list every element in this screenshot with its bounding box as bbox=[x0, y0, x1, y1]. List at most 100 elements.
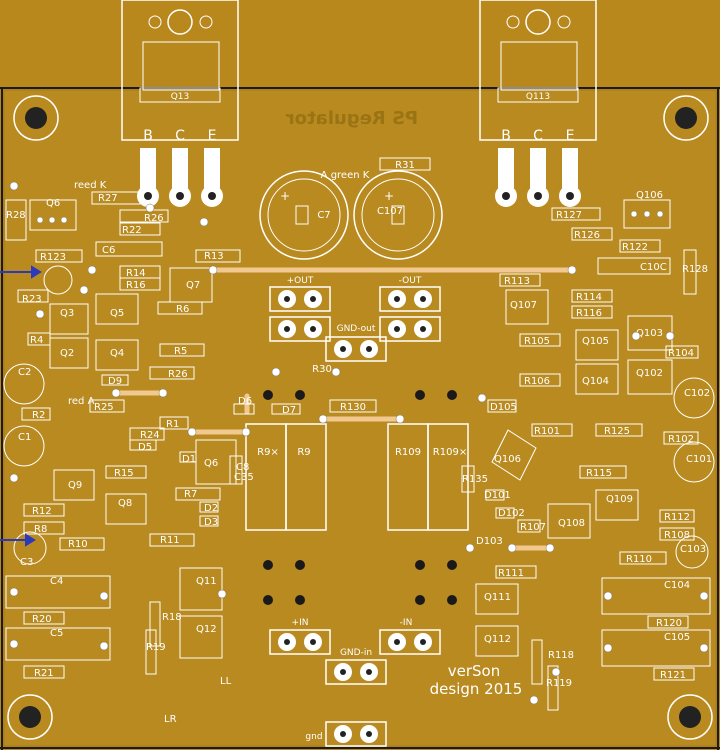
power-resistors-r109: R109 R109× bbox=[387, 423, 469, 531]
svg-text:R25: R25 bbox=[94, 402, 114, 413]
svg-text:D105: D105 bbox=[490, 402, 517, 413]
svg-text:D5: D5 bbox=[138, 442, 152, 453]
left-labels: reed K R28 Q6 R27 R26 R22 C6 R13 R123 R1… bbox=[6, 180, 366, 725]
svg-text:Q102: Q102 bbox=[636, 368, 663, 379]
svg-text:R123: R123 bbox=[40, 252, 66, 263]
svg-text:Q4: Q4 bbox=[110, 348, 124, 359]
svg-text:R126: R126 bbox=[574, 230, 600, 241]
capacitor-c7: + C7 bbox=[259, 170, 349, 260]
svg-text:GND-in: GND-in bbox=[340, 648, 372, 658]
transistor-q113: Q113 B C E bbox=[479, 0, 597, 207]
q113-pin-e: E bbox=[566, 128, 575, 144]
svg-text:R118: R118 bbox=[548, 650, 574, 661]
svg-text:R104: R104 bbox=[668, 348, 694, 359]
svg-text:D7: D7 bbox=[282, 405, 296, 416]
svg-text:LR: LR bbox=[164, 714, 177, 725]
svg-text:R9×: R9× bbox=[257, 447, 279, 458]
c107-label: C107 bbox=[377, 206, 403, 217]
svg-text:R23: R23 bbox=[22, 294, 42, 305]
svg-text:gnd: gnd bbox=[305, 732, 322, 742]
credit-line-2: design 2015 bbox=[430, 680, 523, 698]
connector-gnd: gnd bbox=[305, 721, 387, 747]
svg-text:R110: R110 bbox=[626, 554, 652, 565]
q113-pin-c: C bbox=[533, 128, 543, 144]
connector-plus-in: +IN bbox=[269, 618, 331, 655]
svg-text:R106: R106 bbox=[524, 376, 550, 387]
svg-text:D9: D9 bbox=[108, 376, 122, 387]
svg-text:C4: C4 bbox=[50, 576, 63, 587]
connector-gnd-out: GND-out bbox=[325, 324, 387, 362]
svg-text:R112: R112 bbox=[664, 512, 690, 523]
svg-text:Q112: Q112 bbox=[484, 634, 511, 645]
svg-text:Q12: Q12 bbox=[196, 624, 217, 635]
svg-text:Q9: Q9 bbox=[68, 480, 82, 491]
svg-text:R119: R119 bbox=[546, 678, 572, 689]
svg-text:R120: R120 bbox=[656, 618, 682, 629]
svg-text:C6: C6 bbox=[102, 245, 115, 256]
svg-text:R114: R114 bbox=[576, 292, 602, 303]
svg-text:D1: D1 bbox=[182, 454, 196, 465]
svg-text:+: + bbox=[280, 189, 290, 203]
svg-text:R22: R22 bbox=[122, 225, 142, 236]
left-electrolytic-caps bbox=[3, 265, 73, 565]
svg-text:C3: C3 bbox=[20, 557, 33, 568]
connector-minus-in: -IN bbox=[379, 618, 441, 655]
mirrored-board-title: PS Regulator bbox=[286, 108, 418, 129]
svg-text:Q106: Q106 bbox=[494, 454, 521, 465]
svg-text:+: + bbox=[384, 189, 394, 203]
svg-text:C105: C105 bbox=[664, 632, 690, 643]
svg-text:R109×: R109× bbox=[433, 447, 467, 458]
svg-text:R26: R26 bbox=[168, 369, 188, 380]
svg-text:D103: D103 bbox=[476, 536, 503, 547]
svg-text:C8: C8 bbox=[236, 462, 249, 473]
connector-plus-out: +OUT bbox=[269, 276, 331, 342]
svg-text:-IN: -IN bbox=[400, 618, 413, 628]
capacitor-c107: + C107 bbox=[353, 170, 443, 260]
q13-pin-c: C bbox=[175, 128, 185, 144]
svg-text:D3: D3 bbox=[204, 517, 218, 528]
svg-text:R4: R4 bbox=[30, 335, 43, 346]
svg-text:R128: R128 bbox=[682, 264, 708, 275]
svg-text:R24: R24 bbox=[140, 430, 160, 441]
svg-text:R31: R31 bbox=[395, 160, 415, 171]
svg-text:reed K: reed K bbox=[74, 180, 107, 191]
svg-text:R127: R127 bbox=[556, 210, 582, 221]
svg-text:R18: R18 bbox=[162, 612, 182, 623]
svg-text:Q109: Q109 bbox=[606, 494, 633, 505]
svg-text:R20: R20 bbox=[32, 614, 52, 625]
svg-text:D102: D102 bbox=[498, 508, 525, 519]
svg-text:R111: R111 bbox=[498, 568, 524, 579]
svg-text:Q108: Q108 bbox=[558, 518, 585, 529]
svg-text:C101: C101 bbox=[686, 454, 712, 465]
svg-text:R11: R11 bbox=[160, 535, 180, 546]
jumper-wires bbox=[113, 267, 575, 551]
svg-text:R115: R115 bbox=[586, 468, 612, 479]
svg-text:C104: C104 bbox=[664, 580, 690, 591]
svg-text:Q6: Q6 bbox=[204, 458, 218, 469]
svg-text:Q11: Q11 bbox=[196, 576, 217, 587]
svg-text:R12: R12 bbox=[32, 506, 52, 517]
left-components bbox=[5, 191, 377, 679]
svg-text:Q8: Q8 bbox=[118, 498, 132, 509]
svg-text:R108: R108 bbox=[664, 530, 690, 541]
svg-text:D6: D6 bbox=[238, 396, 252, 407]
mounting-hole-top-left bbox=[13, 95, 59, 141]
svg-text:R15: R15 bbox=[114, 468, 134, 479]
svg-text:R19: R19 bbox=[146, 642, 166, 653]
power-resistors-r9: R9× R9 bbox=[245, 423, 327, 531]
svg-text:R14: R14 bbox=[126, 268, 146, 279]
svg-text:C2: C2 bbox=[18, 367, 31, 378]
svg-text:Q105: Q105 bbox=[582, 336, 609, 347]
svg-text:R135: R135 bbox=[462, 474, 488, 485]
svg-text:R101: R101 bbox=[534, 426, 560, 437]
credit-line-1: verSon bbox=[448, 662, 500, 680]
svg-text:R6: R6 bbox=[176, 304, 189, 315]
connector-gnd-in: GND-in bbox=[325, 648, 387, 685]
svg-text:-OUT: -OUT bbox=[399, 276, 422, 286]
svg-text:R109: R109 bbox=[395, 447, 421, 458]
resistor-r31: R31 bbox=[379, 157, 431, 171]
r30-label: R30 bbox=[312, 364, 332, 375]
right-labels: Q106 R127 R126 R122 C10C R128 R113 Q107 … bbox=[462, 190, 712, 689]
svg-text:R8: R8 bbox=[34, 524, 47, 535]
svg-text:R125: R125 bbox=[604, 426, 630, 437]
